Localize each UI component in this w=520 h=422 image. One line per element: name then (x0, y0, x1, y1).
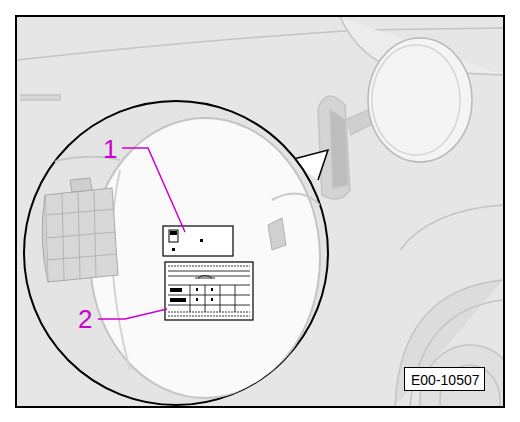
figure-number: E00-10507 (411, 372, 478, 388)
figure-number-box: E00-10507 (404, 367, 485, 391)
callout-number: 1 (103, 136, 117, 162)
callout-number: 2 (78, 306, 92, 332)
